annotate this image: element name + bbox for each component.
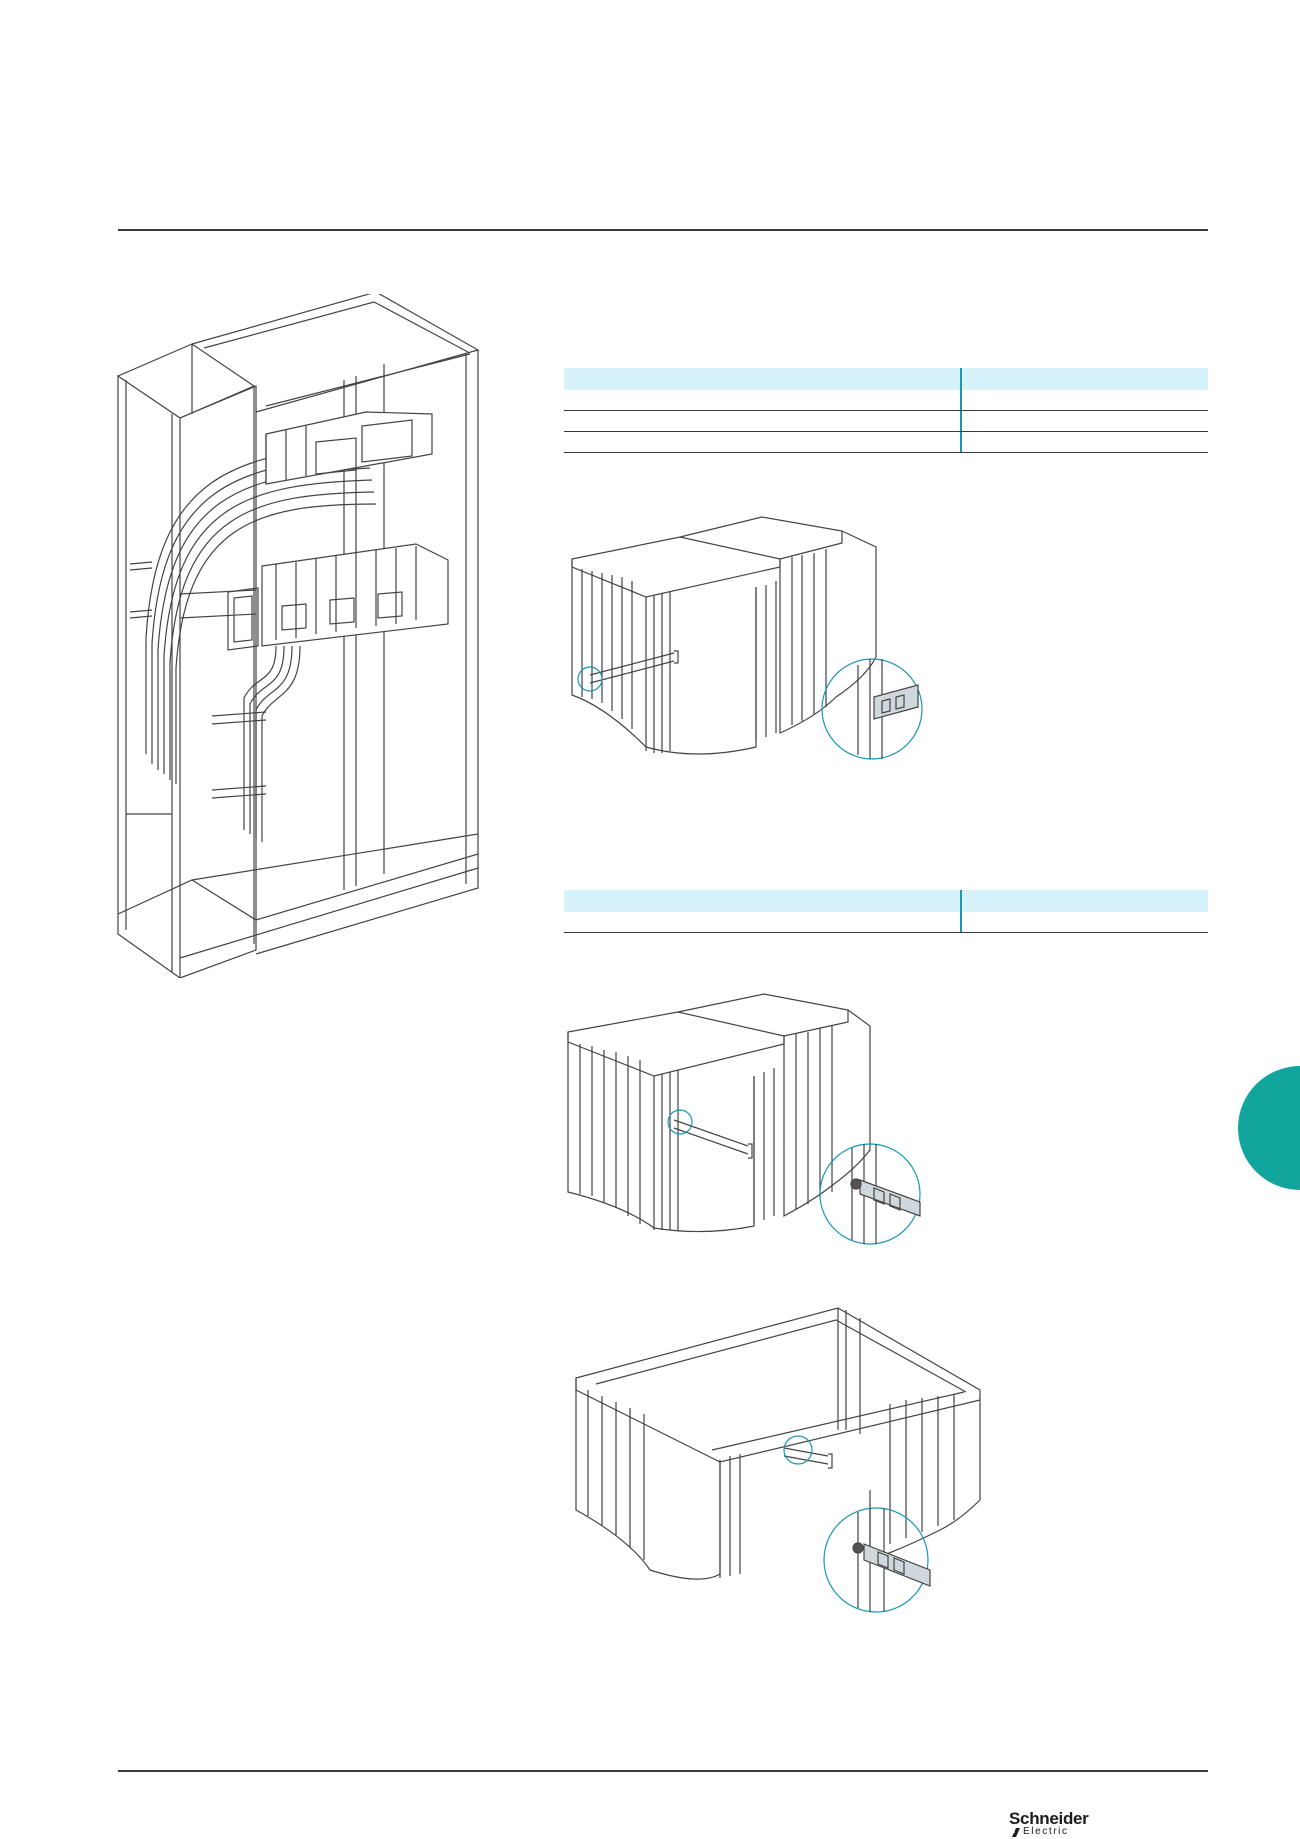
table-1 (564, 368, 1208, 453)
logo-sub-text: Electric (1023, 1826, 1069, 1837)
table-2-header-cell-1 (564, 890, 960, 912)
table-1-header-cell-1 (564, 368, 960, 390)
table-row (564, 390, 1208, 411)
table-1-column-separator (960, 368, 962, 390)
schneider-electric-logo: Schneider Electric (1009, 1810, 1109, 1838)
footer-rule (118, 1770, 1208, 1772)
table-cell (564, 432, 960, 452)
table-cell (962, 432, 1208, 452)
table-row (564, 411, 1208, 432)
table-row (564, 912, 1208, 933)
table-row (564, 432, 1208, 453)
table-1-column-separator (960, 411, 962, 431)
table-cell (962, 912, 1208, 932)
table-cell (564, 411, 960, 431)
table-2-column-separator (960, 912, 962, 932)
frame-junction-rail-illustration-2 (564, 980, 930, 1248)
table-cell (564, 390, 960, 410)
table-1-column-separator (960, 390, 962, 410)
frame-junction-rail-illustration-1 (566, 507, 926, 761)
table-2-header (564, 890, 1208, 912)
table-cell (564, 912, 960, 932)
table-2 (564, 890, 1208, 933)
table-1-header-cell-2 (962, 368, 1208, 390)
schneider-logo-mark-icon (1011, 1828, 1020, 1837)
table-1-column-separator (960, 432, 962, 452)
logo-brand-text: Schneider (1009, 1809, 1089, 1828)
header-rule (118, 229, 1208, 231)
enclosure-frame-illustration (116, 294, 490, 978)
table-1-header (564, 368, 1208, 390)
table-2-column-separator (960, 890, 962, 912)
table-2-header-cell-2 (962, 890, 1208, 912)
table-cell (962, 411, 1208, 431)
table-cell (962, 390, 1208, 410)
section-tab-marker (1238, 1066, 1300, 1190)
frame-corner-rail-illustration (570, 1300, 982, 1620)
